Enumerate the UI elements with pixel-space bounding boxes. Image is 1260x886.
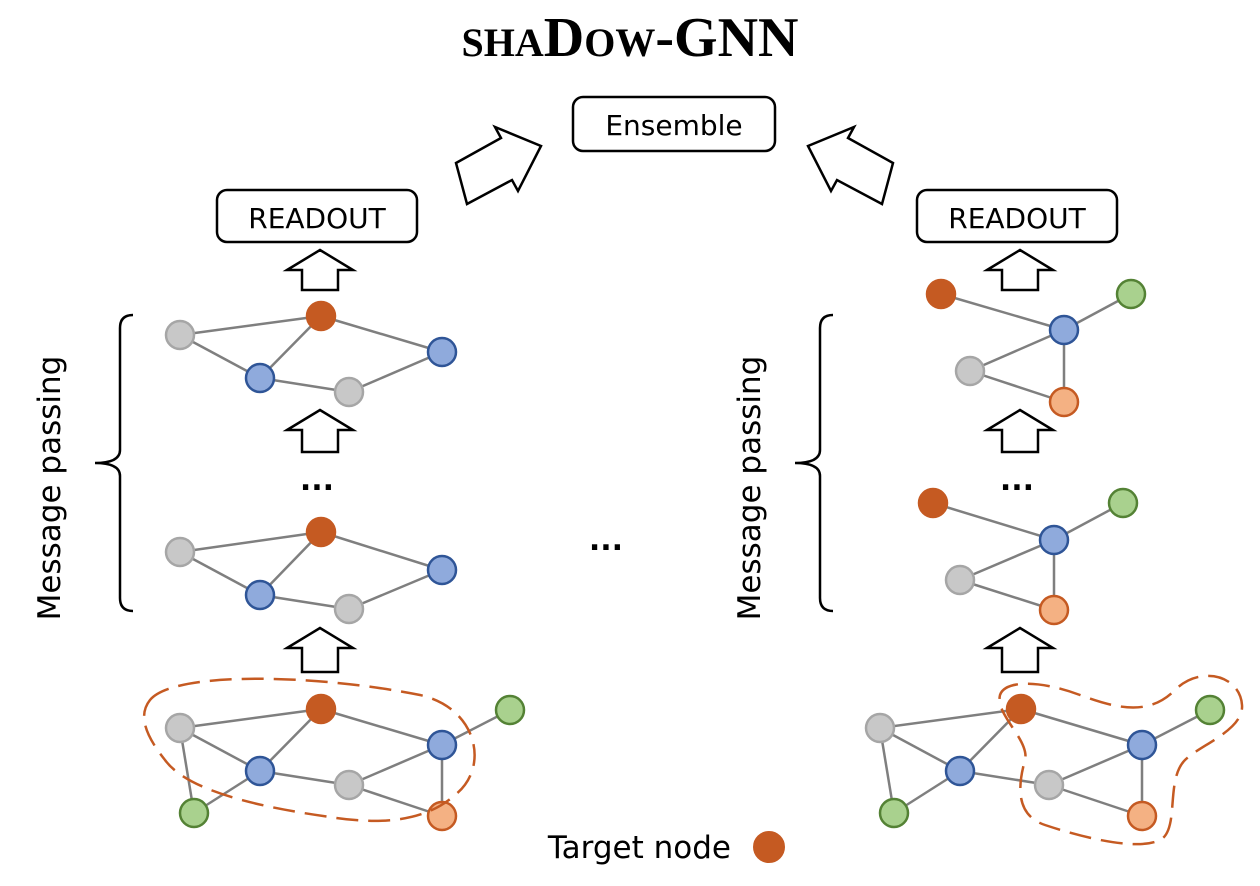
node-blue: [244, 579, 276, 611]
left-message-passing-brace: [94, 313, 134, 613]
right-bottom-layer-graph: [917, 487, 1139, 626]
node-green: [494, 694, 526, 726]
right-readout-box: READOUT: [915, 188, 1119, 244]
right-up-arrow-input: [982, 626, 1058, 674]
target-node: [1005, 693, 1037, 725]
title-big-d: D: [544, 7, 584, 69]
right-subgraph-outline: [998, 674, 1244, 846]
right-layer-ellipsis: ...: [1000, 463, 1034, 498]
left-message-passing-label: Message passing: [32, 356, 68, 621]
node-orange: [1038, 594, 1070, 626]
right-message-passing-label: Message passing: [732, 356, 768, 621]
branch-ellipsis: ...: [589, 523, 623, 558]
node-gray: [164, 712, 196, 744]
target-node: [305, 516, 337, 548]
node-gray: [333, 376, 365, 408]
arrow-left-to-ensemble: [454, 124, 543, 206]
right-readout-label: READOUT: [948, 202, 1086, 235]
node-blue: [426, 336, 458, 368]
arrow-right-to-ensemble: [806, 124, 895, 206]
node-blue: [244, 362, 276, 394]
left-readout-box: READOUT: [215, 188, 419, 244]
left-readout-label: READOUT: [248, 202, 386, 235]
diagram-title: SHADOW-GNN: [462, 7, 799, 69]
target-node: [925, 278, 957, 310]
node-blue: [1126, 729, 1158, 761]
right-up-arrow-readout: [982, 248, 1058, 292]
left-bottom-layer-graph: [164, 516, 458, 625]
left-up-arrow-layer: [282, 408, 358, 454]
left-up-arrow-input: [282, 626, 358, 674]
title-prefix: SHA: [462, 20, 544, 65]
node-green: [1115, 278, 1147, 310]
right-message-passing-brace: [794, 313, 834, 613]
node-gray: [864, 712, 896, 744]
target-node: [305, 300, 337, 332]
node-blue: [426, 554, 458, 586]
right-top-layer-graph: [925, 278, 1147, 418]
legend: Target node: [547, 830, 785, 866]
node-green: [1107, 487, 1139, 519]
right-branch: READOUT Message passing ...: [732, 188, 1244, 846]
right-up-arrow-layer: [982, 408, 1058, 454]
node-gray: [333, 593, 365, 625]
target-node: [917, 487, 949, 519]
left-input-graph: [142, 677, 526, 832]
node-orange: [426, 800, 458, 832]
ensemble-label: Ensemble: [605, 109, 742, 142]
node-gray: [1033, 769, 1065, 801]
node-blue: [1038, 524, 1070, 556]
node-orange: [1048, 386, 1080, 418]
left-top-layer-graph: [164, 300, 458, 408]
left-subgraph-outline: [142, 677, 476, 823]
node-gray: [944, 564, 976, 596]
target-node: [305, 693, 337, 725]
legend-target-node-swatch: [753, 831, 785, 863]
node-blue: [944, 755, 976, 787]
legend-label: Target node: [547, 830, 731, 866]
left-layer-ellipsis: ...: [300, 463, 334, 498]
node-gray: [954, 355, 986, 387]
node-blue: [244, 755, 276, 787]
node-green: [1194, 694, 1226, 726]
node-green: [878, 797, 910, 829]
node-blue: [426, 729, 458, 761]
node-gray: [333, 769, 365, 801]
left-up-arrow-readout: [282, 248, 358, 292]
right-input-graph: [864, 674, 1244, 846]
ensemble-box: Ensemble: [571, 95, 777, 153]
node-orange: [1126, 800, 1158, 832]
node-blue: [1048, 314, 1080, 346]
title-suffix: -GNN: [655, 7, 798, 69]
node-gray: [164, 536, 196, 568]
node-gray: [164, 319, 196, 351]
title-mid: OW: [584, 20, 655, 65]
node-green: [178, 797, 210, 829]
left-branch: READOUT Message passing ...: [32, 188, 526, 832]
